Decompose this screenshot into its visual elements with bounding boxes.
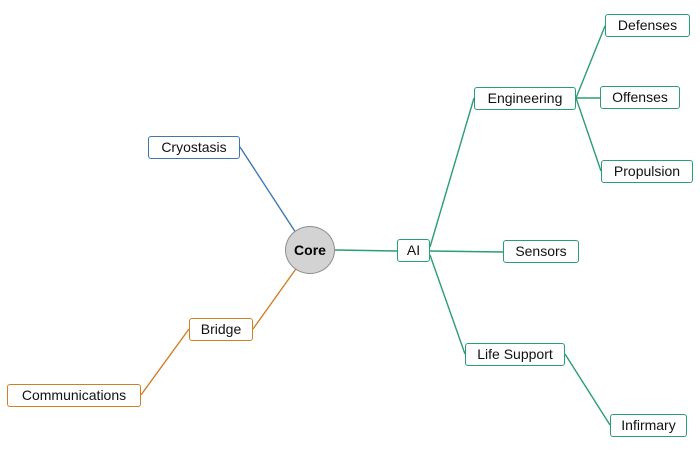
edge-bridge-to-communications (140, 328, 190, 396)
edge-engineering-to-propulsion (575, 97, 602, 172)
edge-core-to-ai (334, 249, 398, 252)
node-defenses[interactable]: Defenses (605, 14, 690, 37)
node-ai[interactable]: AI (397, 239, 430, 262)
node-engineering[interactable]: Engineering (474, 87, 576, 110)
edge-engineering-to-defenses (575, 25, 606, 99)
edge-core-to-cryostasis (239, 146, 297, 234)
node-sensors[interactable]: Sensors (503, 240, 579, 263)
node-cryostasis[interactable]: Cryostasis (148, 136, 240, 159)
node-communications[interactable]: Communications (7, 384, 141, 407)
edge-life-support-to-infirmary (564, 353, 611, 426)
edge-ai-to-life-support (429, 254, 466, 355)
edge-ai-to-engineering (429, 97, 475, 248)
node-life-support[interactable]: Life Support (465, 343, 565, 366)
edge-ai-to-sensors (429, 250, 504, 253)
edge-core-to-bridge (252, 265, 299, 330)
node-infirmary[interactable]: Infirmary (610, 414, 687, 437)
node-bridge[interactable]: Bridge (189, 318, 253, 341)
node-propulsion[interactable]: Propulsion (601, 160, 693, 183)
node-core[interactable]: Core (285, 226, 335, 274)
node-offenses[interactable]: Offenses (600, 86, 680, 109)
